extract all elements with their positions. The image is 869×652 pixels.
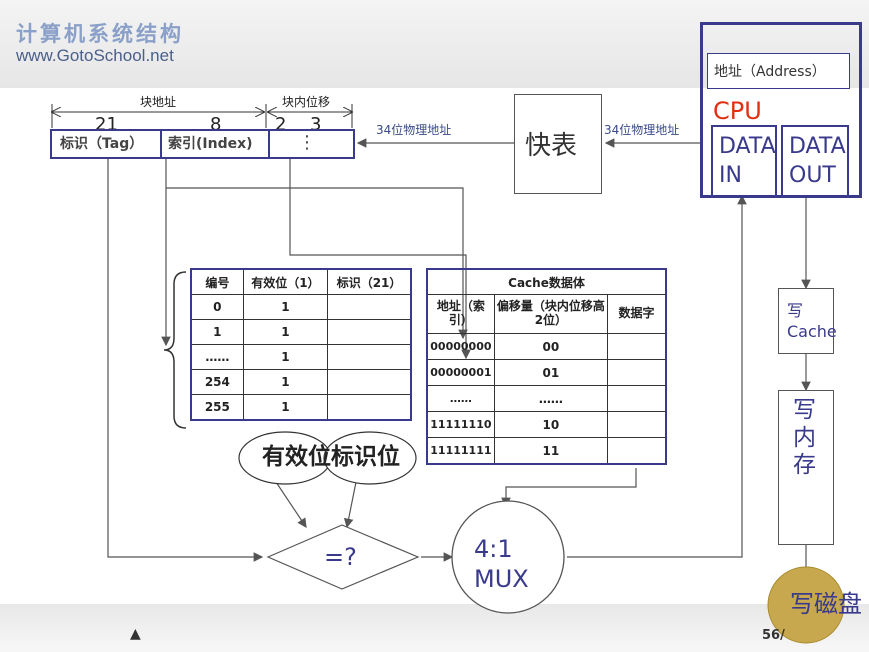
- block-offset-label: 块内位移: [282, 95, 331, 109]
- tag-table-cell: 255: [190, 394, 244, 421]
- block-addr-label: 块地址: [140, 95, 177, 109]
- tag-table-header: 标识（21）: [327, 268, 412, 295]
- tag-table-cell: ……: [190, 344, 244, 370]
- tag-table-cell: [327, 394, 412, 421]
- tag-table-cell: [327, 319, 412, 345]
- data-out-box: DATA OUT: [781, 125, 849, 197]
- write-memory-box: 写 内 存: [778, 390, 834, 545]
- address-register: 标识（Tag） 索引(Index) ⋮: [50, 129, 355, 159]
- comparator-diamond: [266, 524, 420, 590]
- write-cache-box: 写 Cache: [778, 288, 837, 354]
- nav-up-arrow[interactable]: ▲: [130, 626, 141, 642]
- write-cache-label: 写 Cache: [787, 301, 837, 341]
- site-url: www.GotoSchool.net: [16, 46, 174, 65]
- arrow-mux-to-datain: [567, 194, 747, 558]
- data-table-row: …………: [426, 385, 667, 412]
- data-table-header: 数据字: [606, 294, 667, 334]
- data-table-cell: 01: [493, 359, 608, 386]
- bits-2: 2: [275, 114, 287, 135]
- tag-table-header: 编号: [190, 268, 244, 295]
- mux-label: 4:1 MUX: [474, 535, 529, 593]
- write-memory-label: 写 内 存: [793, 397, 816, 479]
- data-table-cell: 11: [493, 437, 608, 465]
- index-field: 索引(Index): [168, 136, 253, 152]
- tag-table-brace: [163, 271, 187, 429]
- data-in-label: DATA IN: [719, 134, 776, 188]
- course-title: 计算机系统结构: [16, 22, 184, 46]
- compare-label: =?: [324, 543, 357, 571]
- data-table-header: 偏移量（块内位移高2位）: [493, 294, 608, 334]
- data-table-cell: [606, 385, 667, 412]
- arrow-data-to-mux: [501, 468, 637, 508]
- data-table-cell: 00000000: [426, 333, 495, 360]
- write-disk-circle: [767, 566, 845, 644]
- data-table-cell: [606, 411, 667, 438]
- tag-table-cell: 1: [242, 319, 329, 345]
- tag-table-cell: 0: [190, 294, 244, 320]
- data-table-cell: 10: [493, 411, 608, 438]
- data-table-cell: [606, 333, 667, 360]
- phys-addr-right-label: 34位物理地址: [604, 123, 680, 137]
- tag-bit-bubble: [323, 431, 417, 485]
- cpu-block: 地址（Address） CPU DATA IN DATA OUT: [700, 22, 862, 198]
- bits-index: 8: [210, 114, 222, 135]
- tlb-label: 快表: [525, 131, 578, 161]
- data-table-cell: ……: [426, 385, 495, 412]
- data-table-cell: 00000001: [426, 359, 495, 386]
- tag-table-cell: 1: [242, 394, 329, 421]
- cpu-address-box: 地址（Address）: [707, 53, 850, 89]
- page-number: 56/: [762, 628, 785, 643]
- tlb-box: 快表: [514, 94, 602, 194]
- valid-tag-bubble-text: 有效位标识位: [262, 444, 400, 470]
- data-table-cell: 00: [493, 333, 608, 360]
- tag-table-cell: 254: [190, 369, 244, 395]
- tag-table-cell: [327, 369, 412, 395]
- tag-table-cell: [327, 344, 412, 370]
- tag-field: 标识（Tag）: [60, 136, 144, 152]
- data-table-cell: [606, 437, 667, 465]
- tag-table-header: 有效位（1）: [242, 268, 329, 295]
- mux-circle: [451, 500, 565, 614]
- tag-table-row: ……1: [190, 344, 412, 370]
- data-in-box: DATA IN: [711, 125, 777, 197]
- data-table-cell: 11111111: [426, 437, 495, 465]
- data-table-cell: [606, 359, 667, 386]
- footer-band: [0, 604, 869, 652]
- line-tag-to-compare: [107, 158, 264, 562]
- tag-table-cell: [327, 294, 412, 320]
- tag-table-cell: 1: [190, 319, 244, 345]
- tag-table-cell: 1: [242, 369, 329, 395]
- data-out-label: DATA OUT: [789, 134, 846, 188]
- data-table-header: 地址（索引）: [426, 294, 495, 334]
- cpu-title: CPU: [713, 97, 762, 125]
- bits-3: 3: [310, 114, 322, 135]
- data-table-cell: ……: [493, 385, 608, 412]
- data-table-cell: 11111110: [426, 411, 495, 438]
- tag-table-cell: 1: [242, 294, 329, 320]
- tag-table-cell: 1: [242, 344, 329, 370]
- write-disk-label: 写磁盘: [790, 590, 862, 618]
- data-table-title: Cache数据体: [426, 268, 667, 295]
- cpu-address-label: 地址（Address）: [714, 64, 826, 80]
- offset-dots: ⋮: [298, 132, 316, 153]
- phys-addr-left-label: 34位物理地址: [376, 123, 452, 137]
